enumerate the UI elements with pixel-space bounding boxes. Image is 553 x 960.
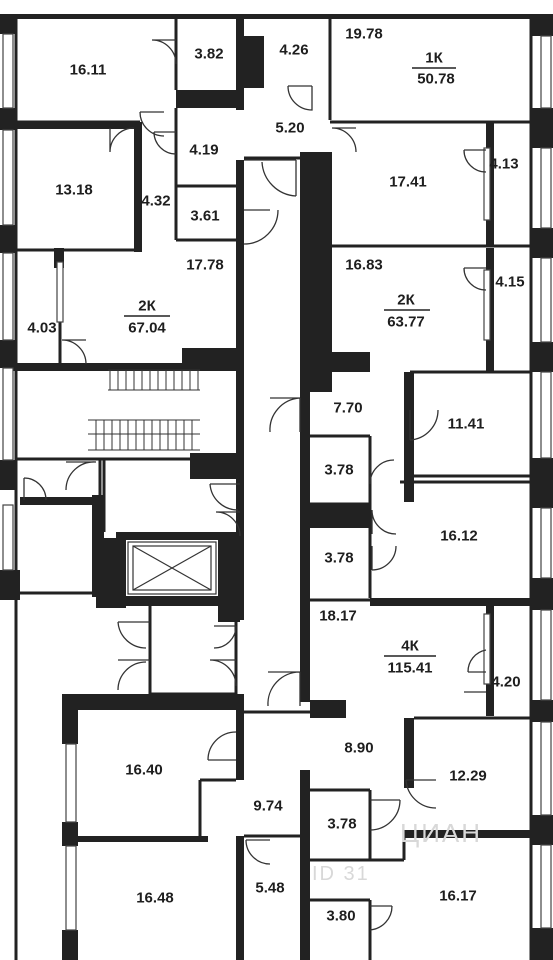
watermark: ЦИАН ID 31 (312, 818, 482, 885)
room-area: 13.18 (55, 182, 93, 199)
room-area: 19.78 (345, 26, 383, 43)
walls (0, 14, 553, 960)
partitions (14, 19, 533, 960)
room-area: 4.26 (279, 42, 308, 59)
room-area: 16.83 (345, 257, 383, 274)
room-area: 3.78 (324, 462, 353, 479)
room-area: 7.70 (333, 400, 362, 417)
apartment-total: 50.78 (417, 71, 455, 88)
room-area: 3.61 (190, 208, 219, 225)
room-area: 11.41 (448, 416, 485, 433)
room-area: 4.32 (141, 193, 170, 210)
apartment-total: 115.41 (387, 660, 432, 677)
elevator-shaft (127, 541, 217, 595)
room-area: 16.40 (125, 762, 163, 779)
apartment-labels: 1К 50.78 2К 67.04 2К 63.77 4К 115.41 (124, 50, 456, 677)
room-area: 3.78 (327, 816, 356, 833)
doors (23, 39, 487, 931)
room-area: 4.15 (495, 274, 524, 291)
room-area: 4.19 (189, 142, 218, 159)
apartment-type: 2К (397, 292, 415, 309)
room-area: 16.12 (440, 528, 478, 545)
room-area: 3.82 (194, 46, 223, 63)
room-area: 16.48 (136, 890, 174, 907)
apartment-total: 67.04 (128, 320, 166, 337)
room-area: 4.20 (491, 674, 520, 691)
apartment-type: 2К (138, 298, 156, 315)
room-labels: 16.11 3.82 4.26 19.78 5.20 4.19 13.18 4.… (27, 26, 524, 925)
room-area: 17.41 (389, 174, 427, 191)
watermark-text: ЦИАН (400, 818, 482, 848)
apartment-total: 63.77 (387, 314, 425, 331)
room-area: 9.74 (253, 798, 283, 815)
room-area: 18.17 (319, 608, 357, 625)
watermark-sub: ID 31 (312, 863, 370, 885)
room-area: 12.29 (449, 768, 487, 785)
room-area: 4.03 (27, 320, 56, 337)
room-area: 3.78 (324, 550, 353, 567)
staircase (88, 369, 200, 451)
room-area: 4.13 (489, 156, 518, 173)
room-area: 17.78 (186, 257, 224, 274)
room-area: 5.48 (255, 880, 284, 897)
room-area: 16.11 (70, 62, 107, 79)
room-area: 16.17 (439, 888, 477, 905)
apartment-type: 4К (401, 638, 419, 655)
room-area: 3.80 (326, 908, 355, 925)
room-area: 5.20 (275, 120, 304, 137)
windows (2, 33, 552, 931)
room-area: 8.90 (344, 740, 373, 757)
apartment-type: 1К (425, 50, 443, 67)
